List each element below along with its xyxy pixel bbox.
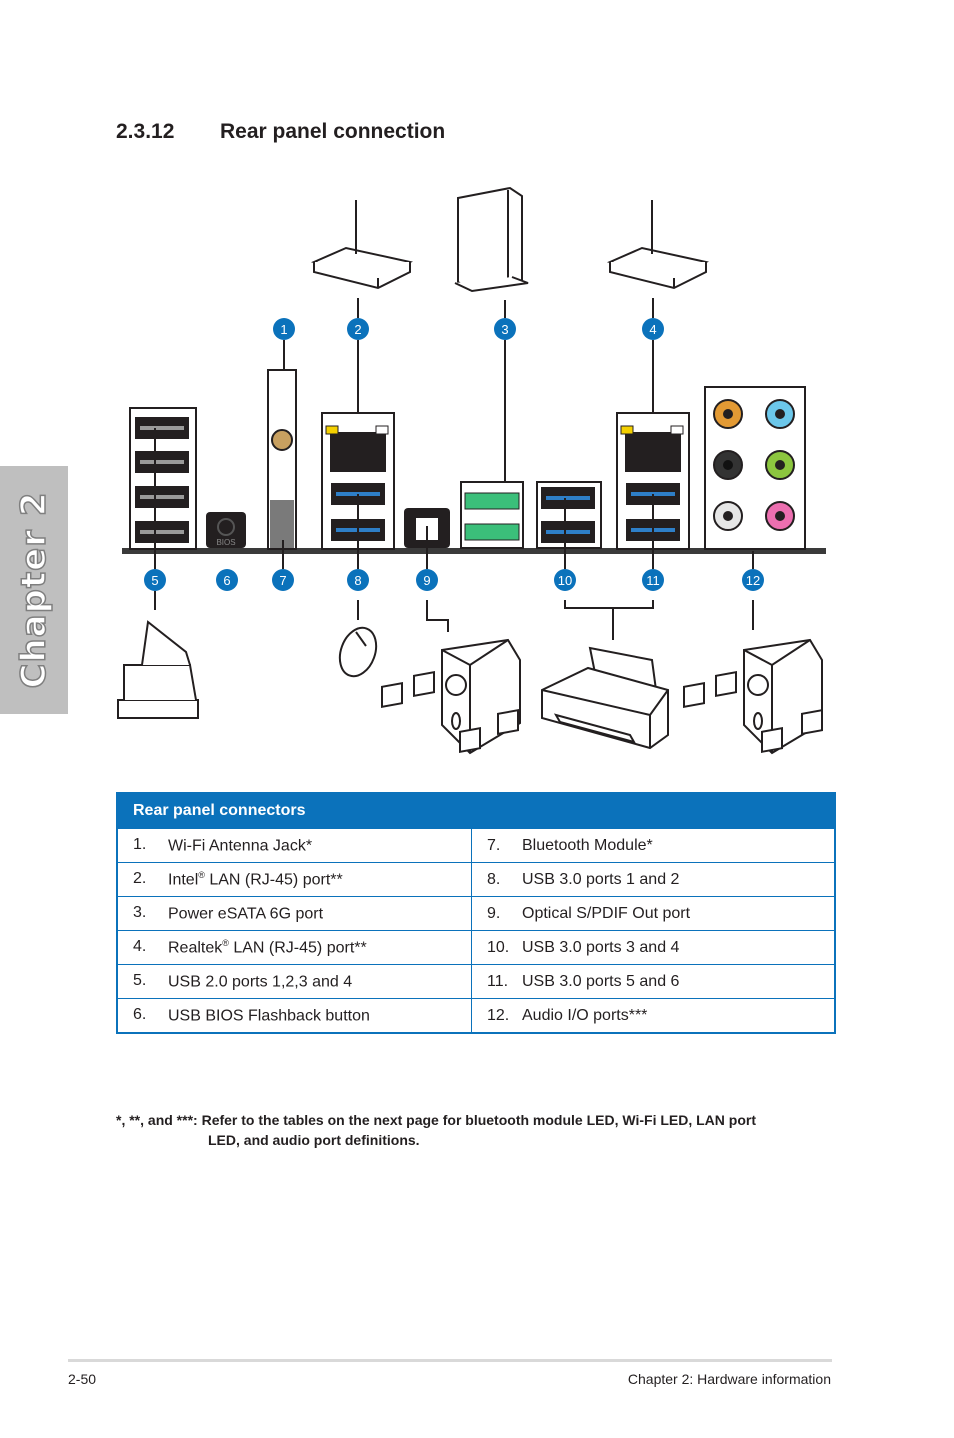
- section-heading: 2.3.12 Rear panel connection: [116, 120, 445, 144]
- callout-11-label: 11: [646, 573, 660, 588]
- item-label: Optical S/PDIF Out port: [522, 904, 691, 922]
- wifi-router-1: [313, 199, 411, 289]
- usb-mouse: [338, 626, 378, 678]
- chapter-tab: Chapter 2: [0, 466, 68, 714]
- item-number: 10.: [487, 938, 510, 956]
- item-label: Realtek® LAN (RJ-45) port**: [168, 937, 367, 957]
- audio-io-ports: [704, 386, 806, 550]
- speaker-set-1: [381, 639, 521, 754]
- item-label: Wi-Fi Antenna Jack*: [168, 837, 313, 855]
- usb-device: [117, 620, 199, 719]
- callout-6-label: 6: [223, 573, 230, 588]
- usb3-ports-3-4: [536, 481, 602, 549]
- callout-11: 11: [642, 569, 664, 591]
- item-label: USB 3.0 ports 5 and 6: [522, 972, 680, 990]
- callout-5-label: 5: [151, 573, 158, 588]
- callout-7-label: 7: [279, 573, 286, 588]
- rear-panel-diagram: 1 2 3 4 5 6 7 8 9 10 11 12 BIOS: [117, 186, 826, 754]
- table-row: 6. USB BIOS Flashback button 12. Audio I/O…: [117, 998, 835, 1033]
- item-number: 4.: [133, 937, 147, 955]
- callout-6: 6: [216, 569, 238, 591]
- callout-8: 8: [347, 569, 369, 591]
- bios-label: BIOS: [216, 538, 235, 547]
- wifi-router-2: [609, 199, 707, 289]
- item-number: 6.: [133, 1005, 147, 1023]
- section-number: 2.3.12: [116, 120, 175, 143]
- callout-3: 3: [494, 318, 516, 340]
- item-number: 3.: [133, 903, 147, 921]
- usb-printer: [541, 646, 669, 750]
- callout-4-label: 4: [649, 322, 656, 337]
- callout-12-label: 12: [746, 573, 760, 588]
- callout-3-label: 3: [501, 322, 508, 337]
- bios-flashback-button: BIOS: [206, 512, 246, 548]
- item-label: USB 3.0 ports 1 and 2: [522, 870, 680, 888]
- table-row: 1. Wi-Fi Antenna Jack* 7. Bluetooth Module…: [117, 828, 835, 863]
- page-number: 2-50: [68, 1371, 97, 1387]
- callout-1-label: 1: [280, 322, 287, 337]
- item-label: USB 3.0 ports 3 and 4: [522, 938, 680, 956]
- speaker-set-2: [683, 639, 823, 754]
- esata-drive: [454, 186, 529, 293]
- callout-4: 4: [642, 318, 664, 340]
- item-label: USB BIOS Flashback button: [168, 1007, 370, 1025]
- esata-ports: [460, 481, 524, 549]
- table-header: Rear panel connectors: [117, 793, 835, 829]
- item-label: Power eSATA 6G port: [168, 905, 324, 923]
- callout-8-label: 8: [354, 573, 361, 588]
- footer-chapter-title: Chapter 2: Hardware information: [627, 1371, 831, 1387]
- section-title: Rear panel connection: [220, 120, 446, 143]
- callout-5: 5: [144, 569, 166, 591]
- table-row: 3. Power eSATA 6G port 9. Optical S/PDIF O…: [117, 896, 835, 931]
- item-label: Audio I/O ports***: [522, 1006, 648, 1024]
- callout-10-label: 10: [558, 573, 572, 588]
- callout-10: 10: [554, 569, 576, 591]
- footnote-line-2: LED, and audio port definitions.: [208, 1132, 420, 1148]
- callout-1: 1: [273, 318, 295, 340]
- callouts: 1 2 3 4 5 6 7 8 9 10 11 12: [144, 318, 764, 591]
- item-number: 9.: [487, 904, 501, 922]
- callout-9: 9: [416, 569, 438, 591]
- io-shield-base: [122, 548, 826, 554]
- callout-2-label: 2: [354, 322, 361, 337]
- callout-2: 2: [347, 318, 369, 340]
- table-row: 2. Intel® LAN (RJ-45) port** 8. USB 3.0 po…: [117, 862, 835, 897]
- table-row: 4. Realtek® LAN (RJ-45) port** 10. USB 3.0…: [117, 930, 835, 965]
- item-number: 1.: [133, 835, 147, 853]
- item-number: 11.: [487, 972, 509, 990]
- item-number: 8.: [487, 870, 501, 888]
- footnote-line-1: *, **, and ***: Refer to the tables on t…: [116, 1112, 757, 1128]
- footer-divider: [68, 1359, 832, 1362]
- item-label: Bluetooth Module*: [522, 836, 653, 854]
- table-row: 5. USB 2.0 ports 1,2,3 and 4 11. USB 3.0 p…: [117, 964, 835, 999]
- item-number: 5.: [133, 971, 147, 989]
- item-number: 12.: [487, 1006, 510, 1024]
- rear-panel-connectors-table: Rear panel connectors 1. Wi-Fi Antenna Ja…: [116, 792, 836, 1034]
- item-number: 2.: [133, 869, 147, 887]
- callout-7: 7: [272, 569, 294, 591]
- item-label: Intel® LAN (RJ-45) port**: [168, 869, 343, 889]
- item-label: USB 2.0 ports 1,2,3 and 4: [168, 973, 353, 991]
- realtek-lan-usb3-stack: [616, 412, 690, 550]
- bluetooth-wifi-module: [267, 369, 297, 550]
- callout-9-label: 9: [423, 573, 430, 588]
- item-number: 7.: [487, 836, 501, 854]
- footnote: *, **, and ***: Refer to the tables on t…: [116, 1110, 756, 1150]
- usb2-port-stack: [129, 407, 197, 550]
- callout-12: 12: [742, 569, 764, 591]
